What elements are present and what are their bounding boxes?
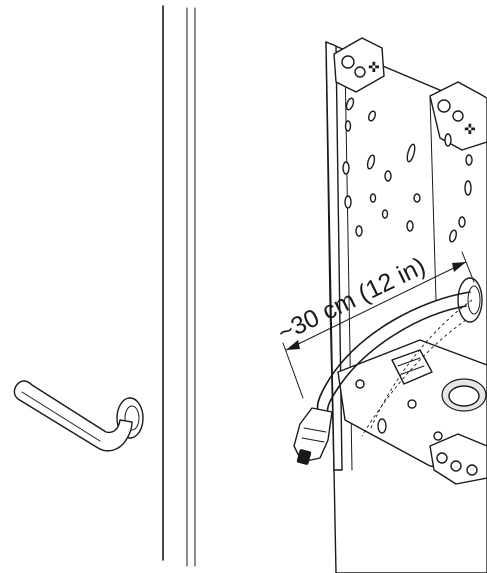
tray-slot bbox=[377, 418, 387, 434]
rj45-connector bbox=[293, 407, 333, 463]
cable-outer-lower bbox=[326, 305, 467, 415]
tray-round-knockout-inner bbox=[448, 385, 480, 407]
handle-rosette-inner bbox=[124, 405, 140, 431]
cable-entry-hole bbox=[457, 277, 483, 323]
bottom-ear-hole-far bbox=[466, 464, 478, 476]
dimension-extension-right bbox=[461, 251, 475, 283]
tray-clip bbox=[391, 349, 433, 385]
cable-alt-route-2 bbox=[361, 319, 467, 437]
tray-clip-ribs bbox=[397, 357, 425, 375]
tray-hole-2 bbox=[407, 399, 417, 409]
dimension-line bbox=[285, 261, 467, 351]
bracket-fold-line bbox=[429, 95, 437, 301]
right-ear-screw-mark: ✜ bbox=[464, 121, 476, 137]
top-ear-screw-mark: ✜ bbox=[368, 59, 380, 75]
cable-outer-upper bbox=[316, 291, 471, 411]
cable-entry-hole-inner bbox=[467, 285, 481, 315]
connector-clip bbox=[296, 449, 312, 465]
door-frame bbox=[162, 5, 196, 567]
tray-hole-1 bbox=[355, 379, 365, 389]
bottom-ear-hole-left bbox=[436, 452, 448, 464]
dimension-arrow-left bbox=[286, 340, 300, 350]
network-cable bbox=[293, 291, 473, 465]
handle-lever bbox=[13, 380, 133, 452]
bracket-top-ear bbox=[333, 37, 385, 93]
dimension-arrow-right bbox=[452, 262, 466, 272]
mounting-bracket: ✜ ✜ bbox=[325, 37, 487, 573]
handle-lever-highlight bbox=[21, 391, 101, 442]
tray-hole-3 bbox=[433, 431, 443, 441]
door-handle bbox=[13, 380, 144, 452]
right-ear-hole-left bbox=[437, 99, 451, 113]
top-ear-hole-right bbox=[354, 66, 366, 78]
right-ear-hole-right bbox=[452, 110, 464, 122]
knockout-slots bbox=[342, 97, 473, 243]
connector-ridges bbox=[301, 427, 327, 443]
top-ear-hole-left bbox=[341, 55, 355, 69]
cable-alt-route-1 bbox=[369, 299, 473, 431]
bottom-ear-hole-right bbox=[450, 460, 462, 472]
dimension-extension-left bbox=[282, 342, 304, 399]
